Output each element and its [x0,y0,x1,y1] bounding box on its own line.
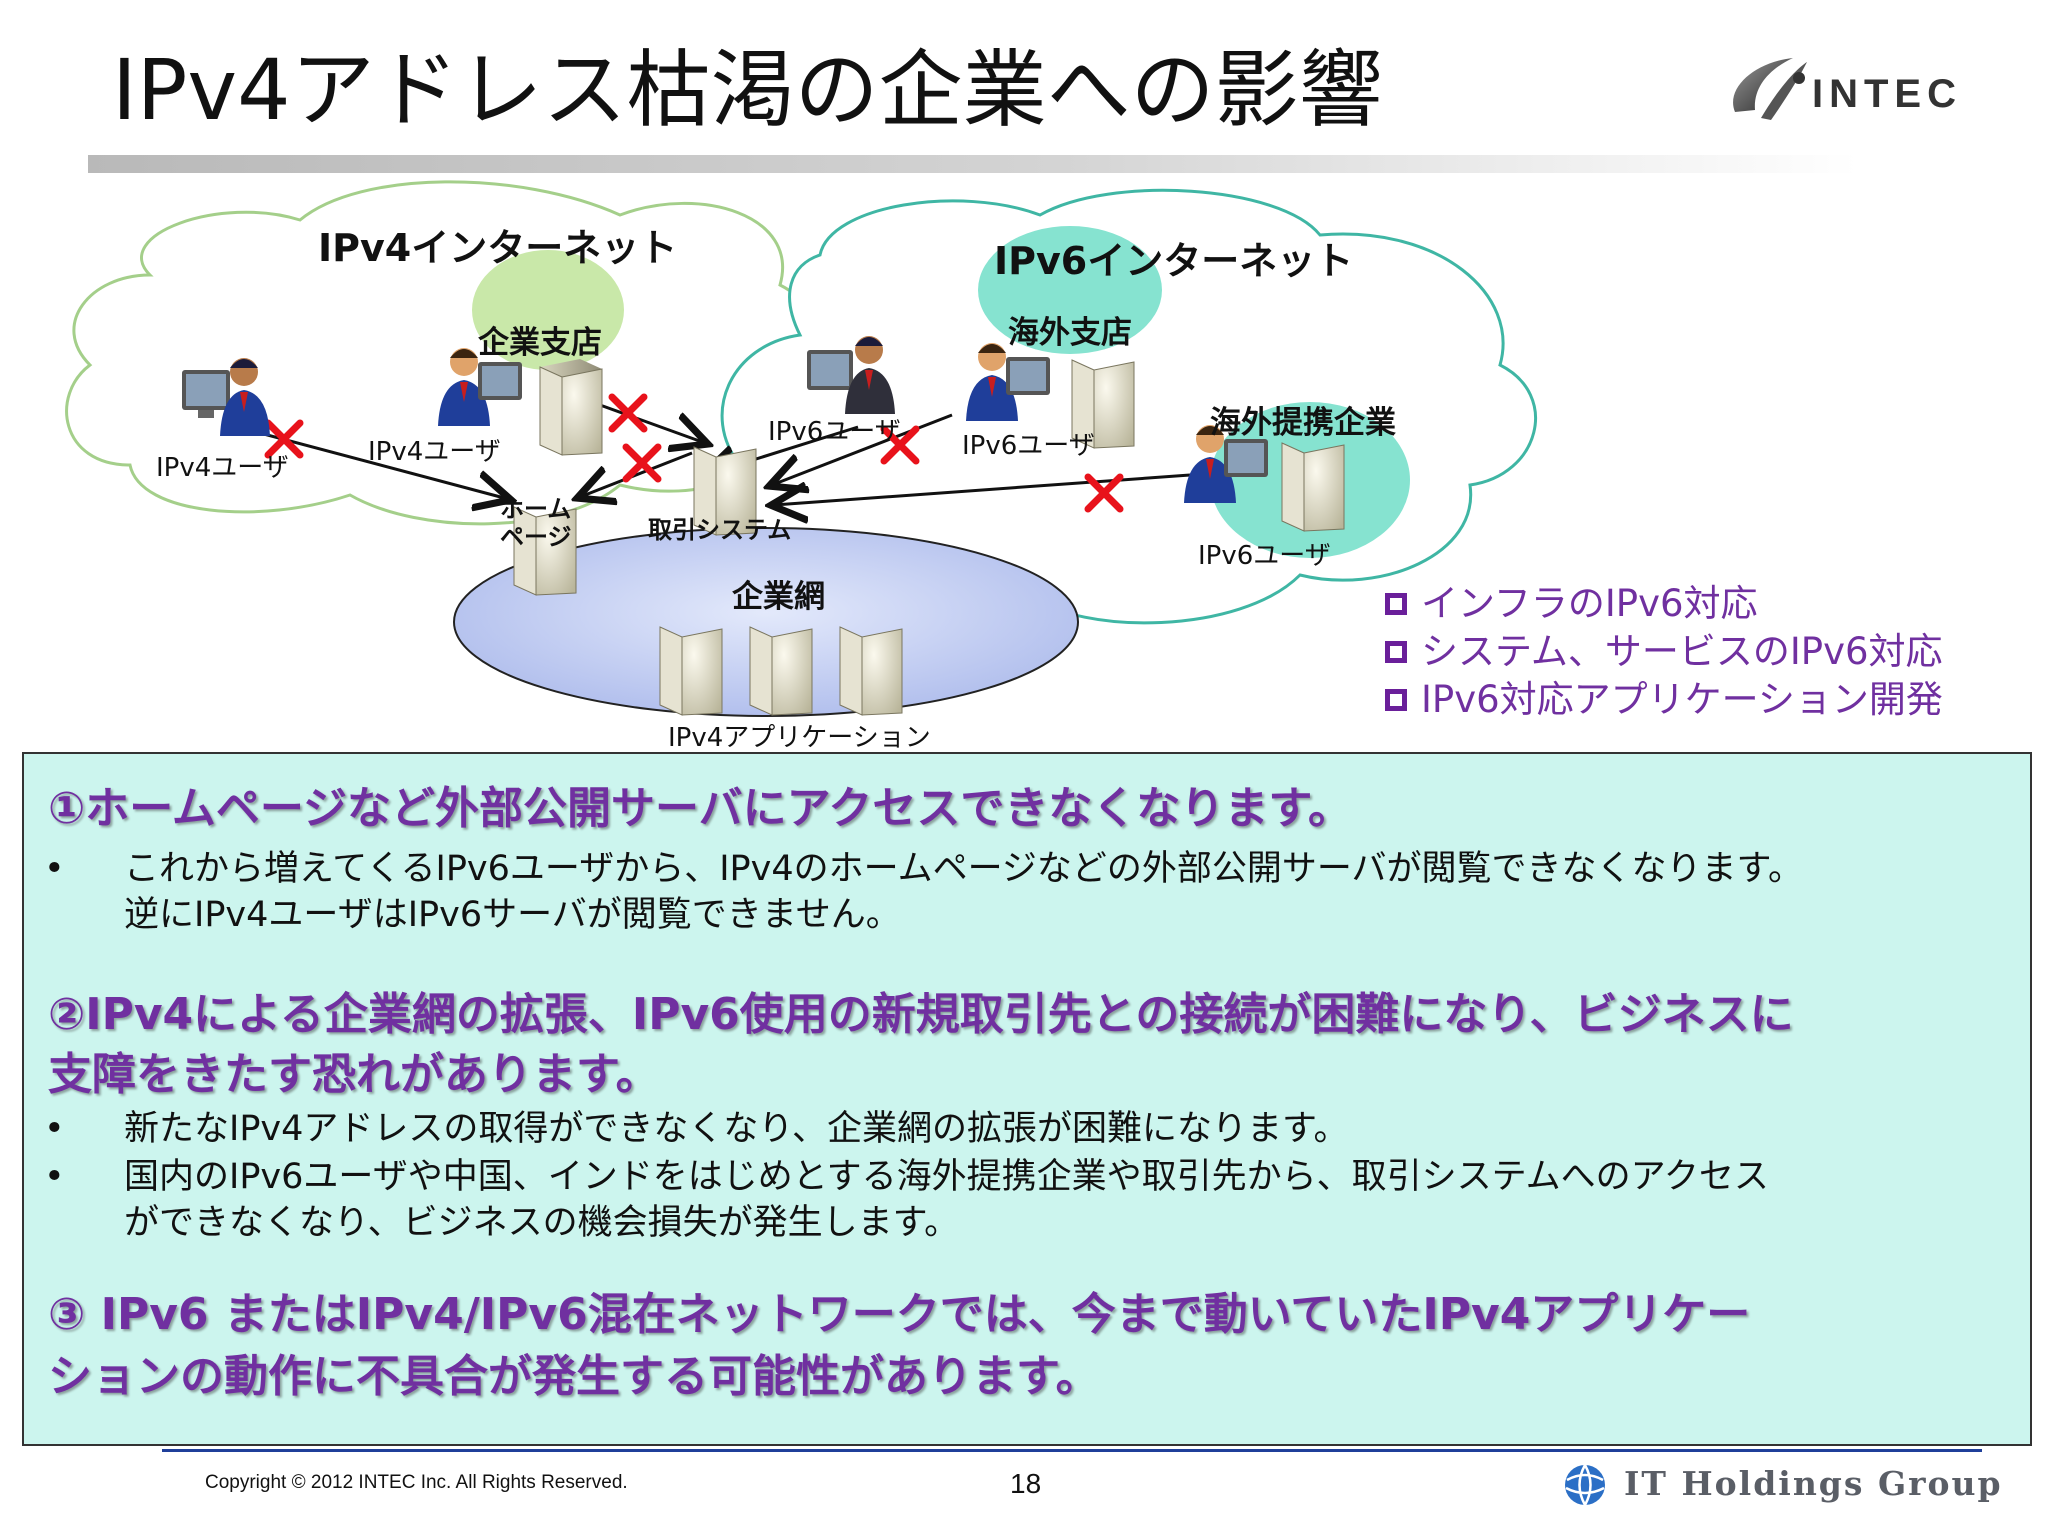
bullet-icon: • [44,1109,65,1149]
section-2-heading-line-1: ②IPv4による企業網の拡張、IPv6使用の新規取引先との接続が困難になり、ビジ… [48,989,1794,1040]
bullet-icon: • [44,1157,65,1197]
homepage-label: ホームページ [500,495,572,551]
ipv4-user-branch-label: IPv4ユーザ [368,437,501,467]
trading-system-label: 取引システム [648,516,792,544]
impact-summary-box: ①ホームページなど外部公開サーバにアクセスできなくなります。 • これから増えて… [22,752,2032,1446]
footer-rule [162,1449,1982,1452]
ipv6-user-b-icon [966,343,1050,421]
section-2-bullet-1: 新たなIPv4アドレスの取得ができなくなり、企業網の拡張が困難になります。 [124,1109,1349,1149]
section-1-bullet-1-line-2: 逆にIPv4ユーザはIPv6サーバが閲覧できません。 [124,895,901,935]
page-number: 18 [1010,1468,1042,1499]
ipv4-app-label: IPv4アプリケーション [668,723,931,753]
section-3-heading-line-2: ションの動作に不具合が発生する可能性があります。 [48,1351,1100,1402]
checklist-item: IPv6対応アプリケーション開発 [1385,676,1943,724]
ipv6-user-c-icon [1184,425,1268,503]
ipv4-app-server-icon [839,626,903,716]
overseas-partner-label: 海外提携企業 [1210,405,1396,441]
intec-logo-text: INTEC [1812,72,1962,116]
checkbox-icon [1385,593,1407,615]
ipv4-internet-label: IPv4インターネット [318,226,678,270]
trading-system-server-icon [693,446,757,536]
copyright-text: Copyright © 2012 INTEC Inc. All Rights R… [205,1472,628,1493]
action-checklist: インフラのIPv6対応 システム、サービスのIPv6対応 IPv6対応アプリケー… [1385,580,1943,724]
section-3-heading-line-1: ③ IPv6 またはIPv4/IPv6混在ネットワークでは、今まで動いていたIP… [48,1289,1751,1340]
bullet-icon: • [44,849,65,889]
overseas-branch-label: 海外支店 [1008,315,1132,351]
checklist-item: インフラのIPv6対応 [1385,580,1943,628]
ipv6-user-b-label: IPv6ユーザ [962,431,1095,461]
blocked-x-icon [608,393,648,433]
blocked-x-icon [622,443,662,483]
network-diagram: IPv4インターネット IPv6インターネット 企業支店 海外支店 海外提携企業… [0,175,2048,765]
it-holdings-globe-icon [1565,1464,1605,1506]
enterprise-network-label: 企業網 [732,579,825,615]
ipv6-user-a-icon [807,336,895,414]
ipv4-user-left-label: IPv4ユーザ [156,453,289,483]
checklist-item: システム、サービスのIPv6対応 [1385,628,1943,676]
section-1-heading: ①ホームページなど外部公開サーバにアクセスできなくなります。 [48,783,1353,834]
intec-logo-icon [1733,58,1807,120]
ipv4-user-branch-icon [438,348,522,426]
branch-label: 企業支店 [478,325,602,361]
section-2-bullet-2-line-2: ができなくなり、ビジネスの機会損失が発生します。 [124,1203,960,1243]
section-2-heading-line-2: 支障をきたす恐れがあります。 [48,1049,660,1100]
overseas-branch-group-bg [978,226,1162,354]
ipv4-user-left-icon [182,358,270,436]
blocked-x-icon [1084,473,1124,513]
blocked-x-icon [264,419,304,459]
ipv6-user-c-label: IPv6ユーザ [1198,541,1331,571]
enterprise-network-ellipse [453,527,1079,717]
section-2-bullet-2-line-1: 国内のIPv6ユーザや中国、インドをはじめとする海外提携企業や取引先から、取引シ… [124,1157,1769,1197]
ipv6-internet-label: IPv6インターネット [994,239,1354,283]
checkbox-icon [1385,689,1407,711]
overseas-partner-server-icon [1281,442,1345,532]
ipv6-user-a-label: IPv6ユーザ [768,417,901,447]
title-underline [88,155,1858,173]
ipv4-app-server-icon [749,626,813,716]
blocked-x-icon [880,425,920,465]
it-holdings-group-text: IT Holdings Group [1624,1464,2003,1503]
blocked-x-icons [264,393,1124,513]
checkbox-icon [1385,641,1407,663]
homepage-server-icon [513,506,577,596]
branch-group-bg [472,250,624,370]
overseas-branch-server-icon [1071,359,1135,449]
ipv4-app-server-icon [659,626,723,716]
page-title: IPv4アドレス枯渇の企業への影響 [112,41,1383,139]
branch-server-icon [539,359,603,456]
section-1-bullet-1-line-1: これから増えてくるIPv6ユーザから、IPv4のホームページなどの外部公開サーバ… [124,849,1804,889]
